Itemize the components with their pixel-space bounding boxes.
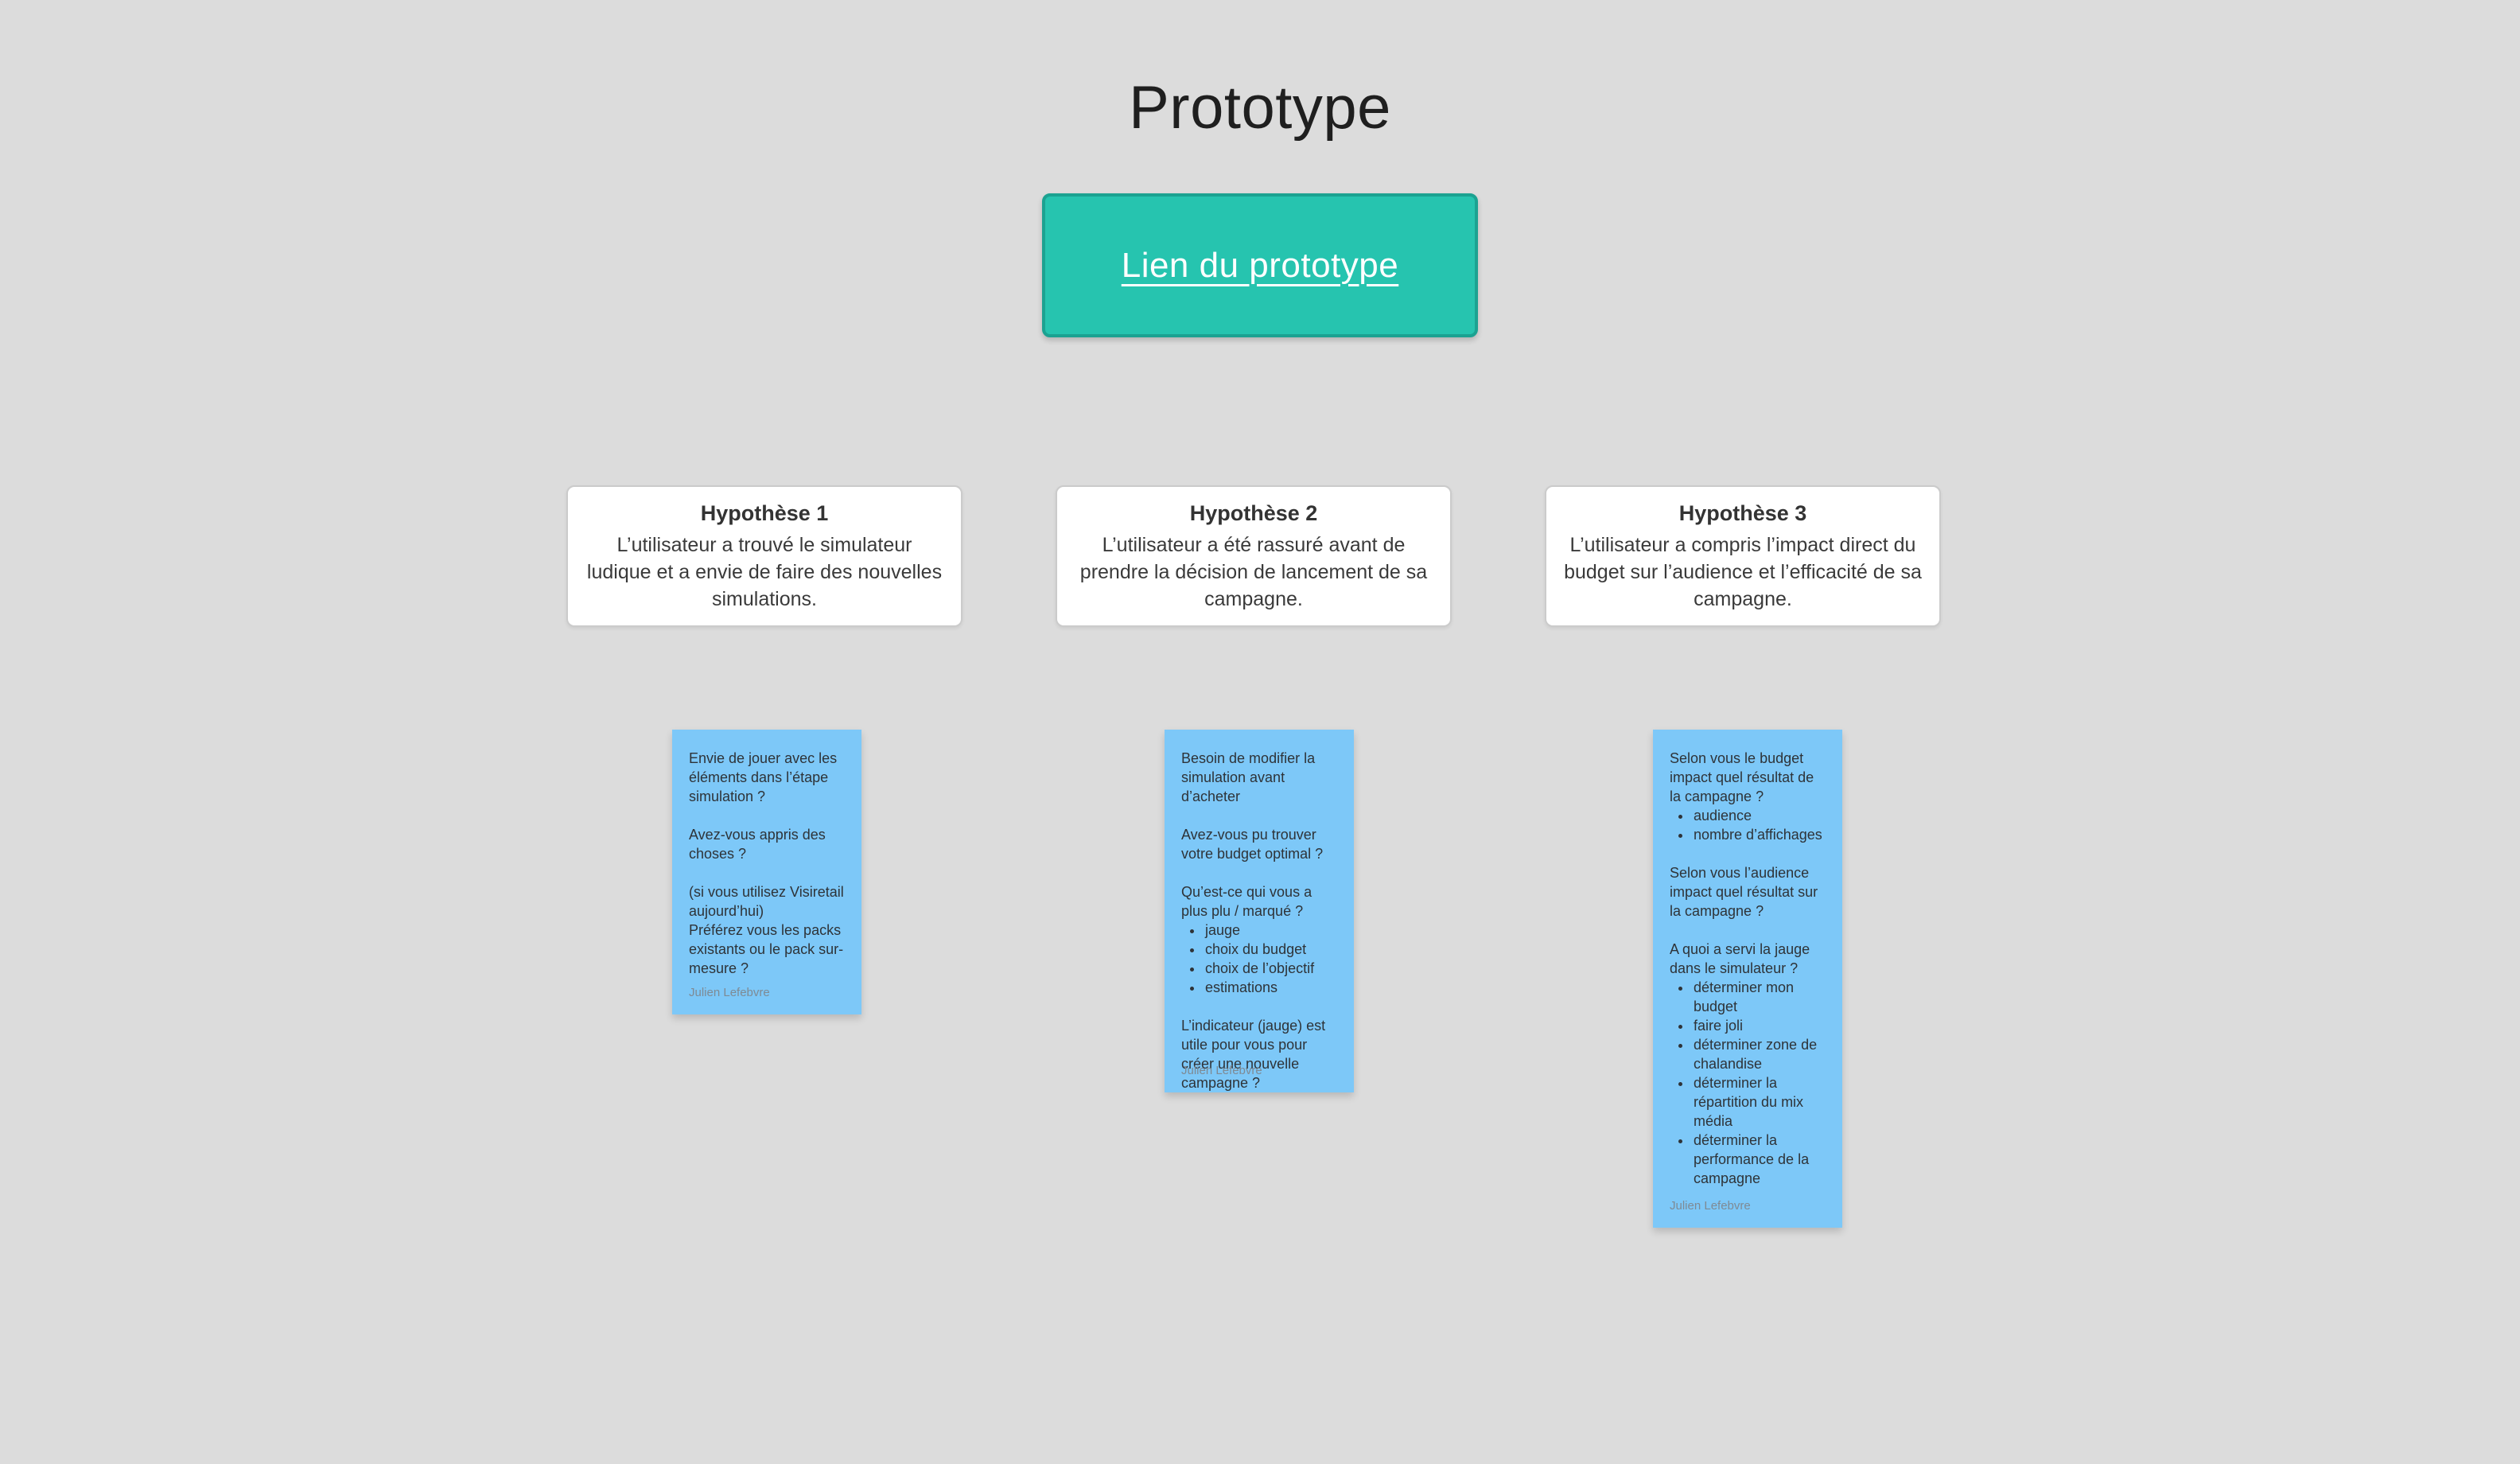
- sticky-bullet-item: déterminer mon budget: [1692, 978, 1827, 1016]
- hypothesis-card-1[interactable]: Hypothèse 1 L’utilisateur a trouvé le si…: [566, 485, 962, 627]
- sticky-note-author: Julien Lefebvre: [689, 986, 770, 999]
- sticky-bullet-item: choix de l’objectif: [1204, 959, 1339, 978]
- sticky-note-3[interactable]: Selon vous le budget impact quel résulta…: [1653, 730, 1842, 1228]
- sticky-paragraph: Envie de jouer avec les éléments dans l’…: [689, 750, 838, 804]
- sticky-bullet-item: jauge: [1204, 921, 1339, 940]
- sticky-note-1[interactable]: Envie de jouer avec les éléments dans l’…: [672, 730, 861, 1014]
- sticky-paragraph: Avez-vous appris des choses ?: [689, 827, 826, 862]
- sticky-bullet-list: déterminer mon budgetfaire jolidétermine…: [1670, 978, 1827, 1188]
- sticky-paragraph: Selon vous le budget impact quel résulta…: [1670, 750, 1814, 804]
- hypothesis-card-3[interactable]: Hypothèse 3 L’utilisateur a compris l’im…: [1545, 485, 1941, 627]
- prototype-link-button[interactable]: Lien du prototype: [1042, 193, 1478, 337]
- sticky-bullet-item: déterminer la répartition du mix média: [1692, 1073, 1827, 1131]
- sticky-bullet-item: déterminer la performance de la campagne: [1692, 1131, 1827, 1188]
- sticky-bullet-item: estimations: [1204, 978, 1339, 997]
- sticky-bullet-item: audience: [1692, 806, 1827, 825]
- sticky-paragraph: A quoi a servi la jauge dans le simulate…: [1670, 941, 1810, 976]
- sticky-bullet-list: jaugechoix du budgetchoix de l’objectife…: [1181, 921, 1339, 997]
- hypothesis-card-body: L’utilisateur a compris l’impact direct …: [1564, 533, 1922, 610]
- prototype-link[interactable]: Lien du prototype: [1121, 245, 1399, 285]
- sticky-note-content: Selon vous le budget impact quel résulta…: [1670, 749, 1827, 1188]
- hypothesis-card-title: Hypothèse 1: [700, 500, 829, 525]
- sticky-note-author: Julien Lefebvre: [1181, 1064, 1262, 1077]
- sticky-note-content: Besoin de modifier la simulation avant d…: [1181, 749, 1339, 1092]
- sticky-bullet-item: nombre d’affichages: [1692, 825, 1827, 844]
- sticky-bullet-item: choix du budget: [1204, 940, 1339, 959]
- sticky-paragraph: (si vous utilisez Visiretail aujourd’hui…: [689, 884, 844, 976]
- sticky-note-author: Julien Lefebvre: [1670, 1199, 1751, 1213]
- sticky-paragraph: Qu’est-ce qui vous a plus plu / marqué ?: [1181, 884, 1312, 919]
- sticky-note-2[interactable]: Besoin de modifier la simulation avant d…: [1165, 730, 1354, 1092]
- sticky-bullet-list: audiencenombre d’affichages: [1670, 806, 1827, 844]
- sticky-paragraph: Avez-vous pu trouver votre budget optima…: [1181, 827, 1324, 862]
- sticky-note-content: Envie de jouer avec les éléments dans l’…: [689, 749, 846, 978]
- sticky-bullet-item: faire joli: [1692, 1016, 1827, 1035]
- page-title: Prototype: [1129, 74, 1391, 142]
- sticky-bullet-item: déterminer zone de chalandise: [1692, 1035, 1827, 1073]
- hypothesis-card-title: Hypothèse 3: [1678, 500, 1807, 525]
- hypothesis-card-body: L’utilisateur a été rassuré avant de pre…: [1079, 533, 1428, 610]
- sticky-paragraph: L’indicateur (jauge) est utile pour vous…: [1181, 1018, 1326, 1091]
- hypothesis-card-body: L’utilisateur a trouvé le simulateur lud…: [586, 533, 943, 610]
- sticky-paragraph: Besoin de modifier la simulation avant d…: [1181, 750, 1316, 804]
- hypothesis-card-2[interactable]: Hypothèse 2 L’utilisateur a été rassuré …: [1056, 485, 1452, 627]
- sticky-paragraph: Selon vous l’audience impact quel résult…: [1670, 865, 1818, 919]
- hypothesis-card-title: Hypothèse 2: [1189, 500, 1318, 525]
